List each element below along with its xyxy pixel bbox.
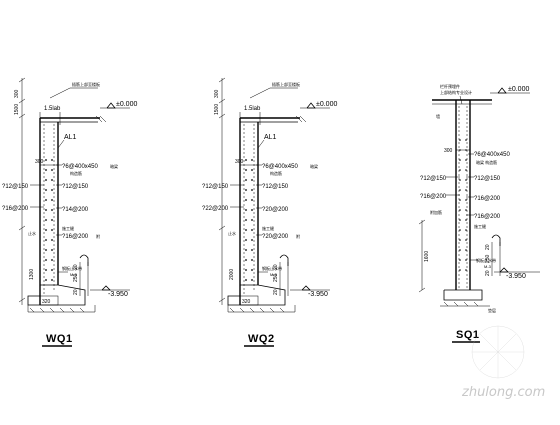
- bar-right-1: ?12@150: [62, 184, 89, 190]
- note-bottom2: M-3: [484, 264, 492, 269]
- note-beam: 暗梁: [310, 163, 318, 169]
- note-waterstop: 施工缝: [62, 225, 74, 231]
- note-foot: 垫层: [488, 307, 496, 313]
- elev-bottom: -3.950: [308, 291, 328, 298]
- rebar-dots-wq2: [245, 159, 253, 281]
- wall-section-wq1: 300 1500 1300 1.5lab 插筋上部至楼板 ±0.000: [2, 77, 137, 347]
- elev-bottom: -3.950: [108, 291, 128, 298]
- bar-right-2: ?14@200: [62, 207, 89, 213]
- dim-1500: 1500: [14, 104, 20, 115]
- dim-300: 300: [35, 159, 44, 165]
- note-left: 止水: [228, 230, 236, 236]
- dim-20b: 20: [485, 270, 491, 276]
- bar-left-2: ?16@200: [420, 194, 447, 200]
- bar-right-2: ?16@200: [474, 196, 501, 202]
- elev-top: ±0.000: [508, 86, 529, 93]
- dim-1600: 1600: [424, 251, 430, 262]
- note-bottom: 钢板止水带: [476, 257, 496, 263]
- section-title: WQ1: [46, 333, 73, 345]
- note-sub: 构造筋: [270, 170, 282, 176]
- elev-bottom: -3.950: [506, 273, 526, 280]
- note-top-2: 上部结构专业设计: [440, 89, 472, 95]
- note-bottom: 钢板止水带: [62, 265, 82, 271]
- dim-300: 300: [235, 159, 244, 165]
- dim-20: 20: [73, 264, 79, 270]
- watermark-logo: [471, 325, 525, 379]
- bar-left-2: ?16@200: [2, 206, 29, 212]
- note-bottom: 钢板止水带: [262, 265, 282, 271]
- note-top: 插筋上部至楼板: [72, 81, 100, 87]
- note-left: 止水: [28, 230, 36, 236]
- dim-320: 320: [242, 299, 251, 305]
- beam-label: AL1: [64, 134, 77, 141]
- note-beam: 暗梁: [110, 163, 118, 169]
- bar-right-3: ?20@200: [262, 234, 289, 240]
- note-bottom2: M-3: [70, 272, 78, 277]
- bar-right-3: ?16@200: [474, 214, 501, 220]
- note-beam: 暗梁 构造筋: [476, 159, 497, 165]
- dim-2000: 2000: [229, 269, 235, 280]
- dim-300: 300: [444, 148, 453, 154]
- bar-beam: ?6@400x450: [262, 164, 298, 170]
- wall-section-sq1: 栏杆预埋件 上部结构专业设计 ±0.000 墙: [418, 83, 540, 379]
- note-top-1: 栏杆预埋件: [440, 83, 460, 89]
- bar-left-1: ?12@150: [202, 184, 229, 190]
- note-joint: 施工缝: [474, 223, 486, 229]
- elev-top: ±0.000: [116, 101, 137, 108]
- note-top: 插筋上部至楼板: [272, 81, 300, 87]
- section-title: SQ1: [456, 329, 480, 341]
- note-bar5: 附: [296, 233, 300, 239]
- bar-left-1: ?12@150: [2, 184, 29, 190]
- dim-1500: 1500: [214, 104, 220, 115]
- dim-top: 300: [14, 89, 20, 98]
- bar-beam: ?6@400x450: [62, 164, 98, 170]
- dim-20b: 20: [273, 289, 279, 295]
- rebar-dots-wq1: [45, 159, 53, 281]
- wall-section-wq2: 300 1500 2000 1.5lab 插筋上部至楼板 ±0.000: [202, 77, 337, 347]
- section-title: WQ2: [248, 333, 275, 345]
- dim-lap: 1.5lab: [244, 106, 261, 112]
- dim-20b: 20: [73, 289, 79, 295]
- dim-320: 320: [42, 299, 51, 305]
- dim-20: 20: [485, 244, 491, 250]
- note-bar5: 附: [96, 233, 100, 239]
- dim-20: 20: [273, 264, 279, 270]
- note-bottom2: M-3: [270, 272, 278, 277]
- dim-top: 300: [214, 89, 220, 98]
- watermark-text: zhulong.com: [461, 385, 545, 400]
- beam-label: AL1: [264, 134, 277, 141]
- bar-beam: ?6@400x450: [474, 152, 510, 158]
- dim-250: 250: [273, 273, 279, 282]
- bar-right-1: ?12@150: [474, 176, 501, 182]
- bar-right-1: ?12@150: [262, 184, 289, 190]
- note-sub: 构造筋: [70, 170, 82, 176]
- rebar-dots-sq1: [459, 139, 467, 271]
- note-left: 附加筋: [430, 209, 442, 215]
- dim-1300: 1300: [29, 269, 35, 280]
- note-wall: 墙: [436, 113, 440, 119]
- dim-250: 250: [485, 254, 491, 263]
- bar-right-3: ?16@200: [62, 234, 89, 240]
- dim-250: 250: [73, 273, 79, 282]
- bar-left-2: ?22@200: [202, 206, 229, 212]
- dim-lap: 1.5lab: [44, 106, 61, 112]
- elev-top: ±0.000: [316, 101, 337, 108]
- bar-right-2: ?20@200: [262, 207, 289, 213]
- bar-left-1: ?12@150: [420, 176, 447, 182]
- note-waterstop: 施工缝: [262, 225, 274, 231]
